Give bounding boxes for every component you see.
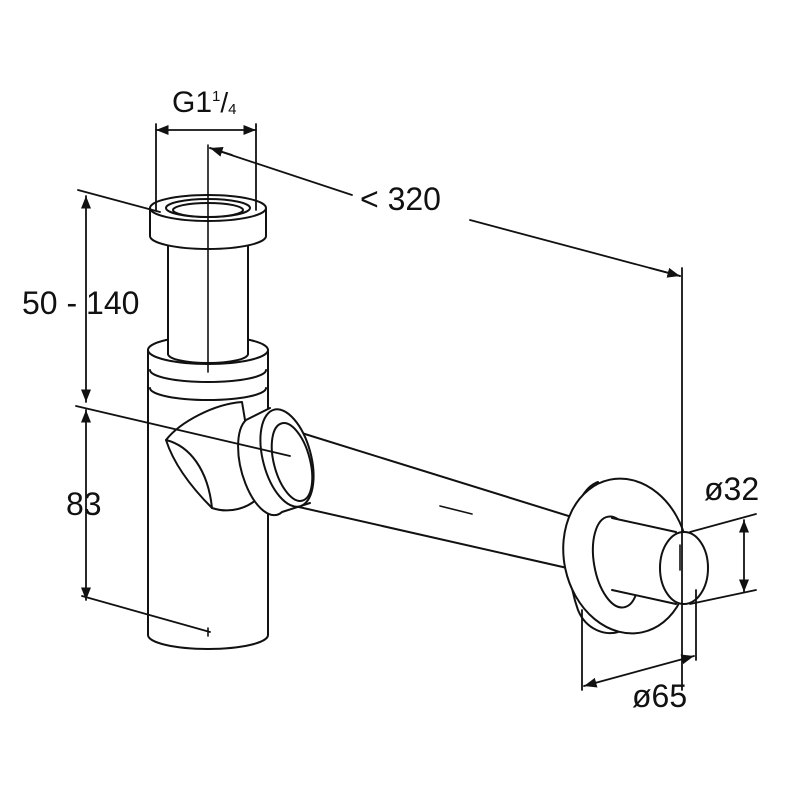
outlet-dimension	[689, 513, 757, 605]
center-lines	[207, 144, 681, 637]
length-label: < 320	[360, 181, 441, 217]
rosette-dimension	[581, 589, 697, 691]
outlet-stub	[611, 517, 709, 605]
thread-prefix: G1	[172, 86, 213, 119]
thread-fraction-numerator: 1	[212, 88, 221, 105]
rosette-diameter-label: ø65	[632, 678, 688, 714]
outlet-diameter-label: ø32	[704, 471, 760, 507]
side-bulge	[165, 401, 259, 512]
thread-dimension	[155, 123, 257, 211]
length-dimension	[209, 147, 683, 691]
height-range-label: 50 - 140	[22, 285, 140, 321]
pipe-nut	[237, 407, 315, 517]
thread-size-label: G11/4	[172, 86, 237, 119]
thread-fraction-denominator: 4	[228, 101, 237, 118]
height-dimension	[75, 189, 291, 633]
lower-height-label: 83	[66, 486, 102, 522]
